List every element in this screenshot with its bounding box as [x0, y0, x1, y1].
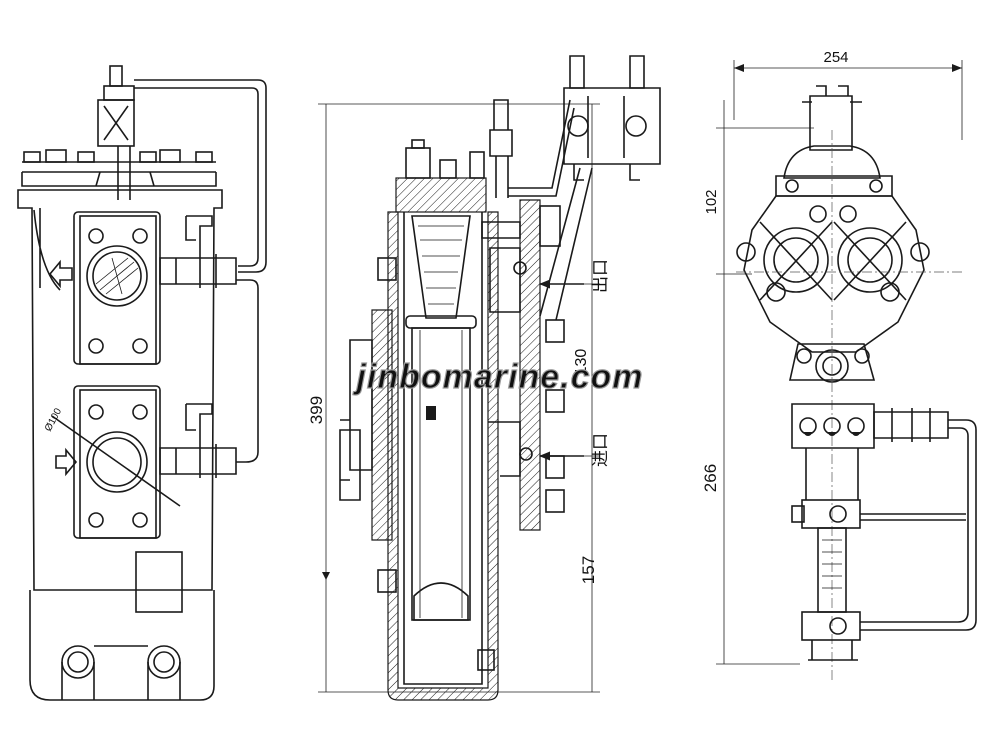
- side-height-dimension: 266: [701, 464, 720, 492]
- width-dimension: 254: [823, 49, 848, 66]
- watermark: jinbomarine.com: [352, 358, 643, 396]
- top-height-dimension: 102: [703, 189, 720, 214]
- inlet-label: 进口: [591, 433, 610, 467]
- flange-diameter-label: Ø100: [43, 406, 64, 433]
- lower-height-dimension: 157: [579, 556, 598, 584]
- overall-height-dimension: 399: [307, 396, 326, 424]
- side-view: 254 102 266: [701, 49, 977, 680]
- outlet-offset-dimension: 130: [573, 349, 590, 376]
- front-view: Ø100: [17, 65, 267, 701]
- outlet-label: 出口: [591, 259, 610, 293]
- section-view: 399 130 157 滤芯: [307, 55, 661, 701]
